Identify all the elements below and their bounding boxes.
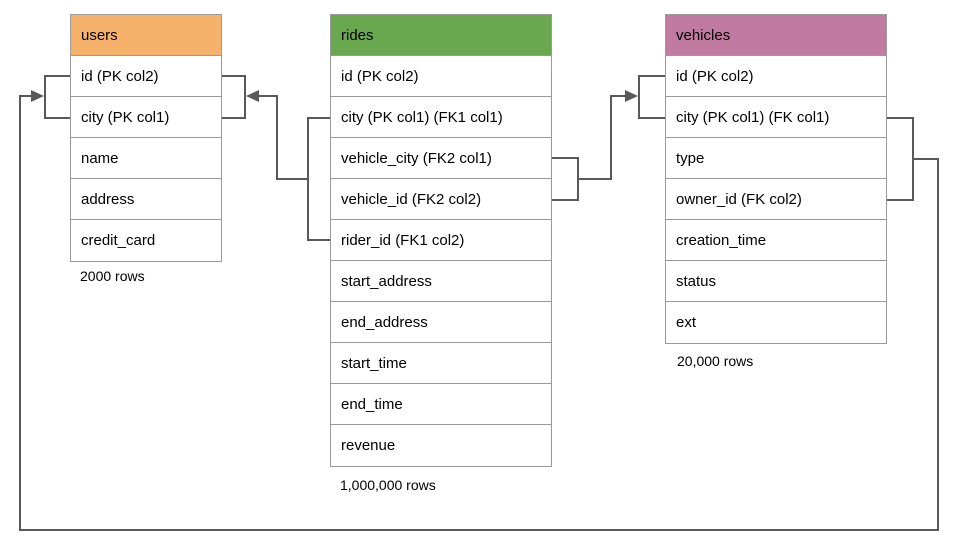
fk2-connector-line	[578, 95, 626, 180]
fk1-rides-bracket	[307, 117, 330, 241]
fk3-vehicles-bracket	[887, 117, 914, 201]
table-vehicles-column: creation_time	[666, 220, 886, 261]
table-rides-column: city (PK col1) (FK1 col1)	[331, 97, 551, 138]
rides-row-count: 1,000,000 rows	[340, 477, 436, 493]
table-vehicles-column: ext	[666, 302, 886, 343]
fk2-rides-bracket	[552, 157, 579, 201]
table-rides-column: vehicle_city (FK2 col1)	[331, 138, 551, 179]
table-users-column: credit_card	[71, 220, 221, 261]
table-vehicles-header: vehicles	[666, 15, 886, 56]
table-vehicles-column: status	[666, 261, 886, 302]
table-vehicles-column: type	[666, 138, 886, 179]
fk3-connector-line	[19, 95, 939, 531]
table-rides-column: start_time	[331, 343, 551, 384]
fk2-vehicles-bracket	[638, 75, 665, 119]
table-rides-column: revenue	[331, 425, 551, 466]
table-rides-column: rider_id (FK1 col2)	[331, 220, 551, 261]
fk1-arrowhead-icon	[246, 90, 259, 102]
table-users-column: id (PK col2)	[71, 56, 221, 97]
table-vehicles-column: id (PK col2)	[666, 56, 886, 97]
users-row-count: 2000 rows	[80, 268, 145, 284]
table-rides-column: start_address	[331, 261, 551, 302]
table-vehicles: vehicles id (PK col2) city (PK col1) (FK…	[665, 14, 887, 344]
table-rides: rides id (PK col2) city (PK col1) (FK1 c…	[330, 14, 552, 467]
vehicles-row-count: 20,000 rows	[677, 353, 754, 369]
table-rides-header: rides	[331, 15, 551, 56]
fk2-arrowhead-icon	[625, 90, 638, 102]
table-users: users id (PK col2) city (PK col1) name a…	[70, 14, 222, 262]
table-users-column: address	[71, 179, 221, 220]
table-rides-column: id (PK col2)	[331, 56, 551, 97]
fk1-users-bracket	[222, 75, 246, 119]
fk3-users-bracket	[44, 75, 70, 119]
table-vehicles-column: owner_id (FK col2)	[666, 179, 886, 220]
table-users-column: name	[71, 138, 221, 179]
table-rides-column: end_address	[331, 302, 551, 343]
fk1-connector-line	[258, 95, 308, 180]
table-users-header: users	[71, 15, 221, 56]
table-rides-column: vehicle_id (FK2 col2)	[331, 179, 551, 220]
fk3-arrowhead-icon	[31, 90, 44, 102]
table-rides-column: end_time	[331, 384, 551, 425]
table-vehicles-column: city (PK col1) (FK col1)	[666, 97, 886, 138]
table-users-column: city (PK col1)	[71, 97, 221, 138]
